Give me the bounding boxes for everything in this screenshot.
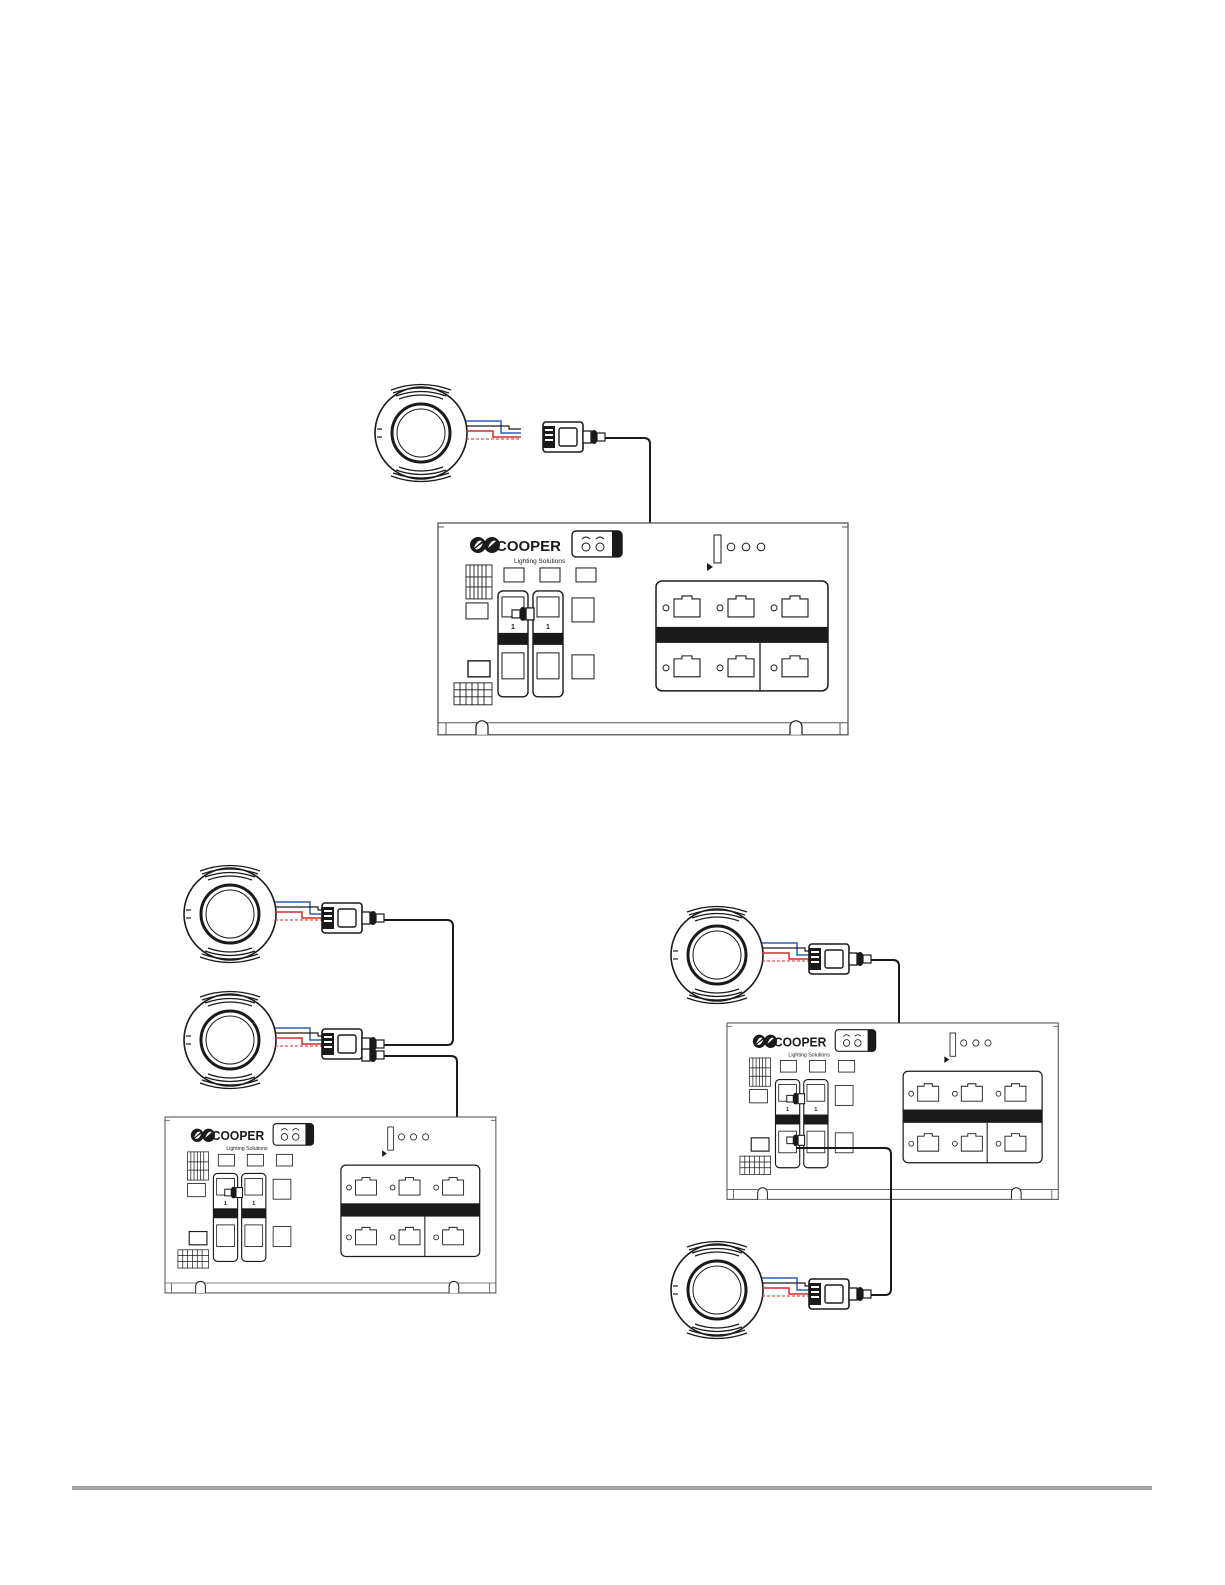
ceiling-occupancy-sensor-icon [671, 907, 763, 1004]
rj45-wire-adapter-icon [322, 903, 384, 933]
bottom-right-wiring-diagram: COOPER Lighting Solutions [671, 907, 1058, 1339]
room-controller-bottom-right: COOPER Lighting Solutions [727, 1023, 1058, 1199]
bottom-left-wiring-diagram: COOPER Lighting Solutions [165, 866, 496, 1293]
rj45-wire-adapter-icon [809, 944, 871, 974]
room-controller-bottom-left: COOPER Lighting Solutions [165, 1117, 496, 1293]
top-wiring-diagram: COOPER Lighting Solutions [375, 385, 848, 735]
ceiling-occupancy-sensor-icon [184, 866, 276, 963]
cooper-logo-subtitle: Lighting Solutions [514, 558, 566, 565]
cooper-logo-text: COOPER [496, 538, 561, 555]
footer-rule [72, 1486, 1152, 1490]
ceiling-occupancy-sensor-icon [375, 385, 467, 482]
occupancy-sensor-top [375, 385, 521, 482]
rj45-wire-adapter-icon [809, 1279, 871, 1309]
ceiling-occupancy-sensor-icon [671, 1242, 763, 1339]
ceiling-occupancy-sensor-icon [184, 992, 276, 1089]
rj45-wire-adapter-icon [543, 422, 605, 452]
cooper-logo-text: COOPER [212, 1129, 265, 1143]
cooper-logo-text: COOPER [774, 1035, 827, 1049]
room-controller-top: COOPER Lighting Solutions [438, 523, 848, 735]
cable-daisy-chain [384, 920, 453, 1045]
cooper-logo-subtitle: Lighting Solutions [226, 1146, 268, 1152]
cooper-logo-subtitle: Lighting Solutions [788, 1052, 830, 1058]
